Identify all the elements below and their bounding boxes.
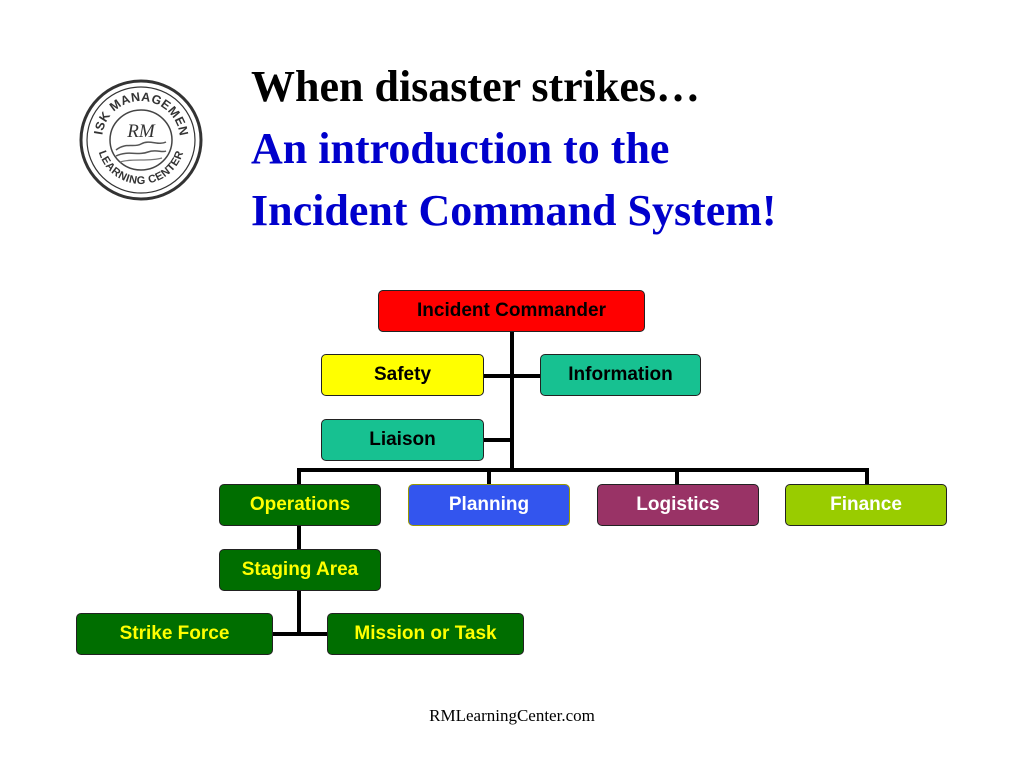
slide-title: When disaster strikes… An introduction t…	[251, 56, 777, 242]
node-liaison: Liaison	[321, 419, 484, 461]
node-label: Staging Area	[241, 559, 359, 580]
logo-monogram: RM	[126, 121, 156, 142]
node-label: Mission or Task	[354, 623, 497, 644]
node-label: Information	[568, 364, 673, 385]
node-label: Strike Force	[119, 623, 230, 644]
node-label: Planning	[448, 494, 530, 515]
node-label: Operations	[249, 494, 351, 515]
node-operations: Operations	[219, 484, 381, 526]
footer-website: RMLearningCenter.com	[429, 706, 595, 725]
node-label: Logistics	[636, 494, 720, 515]
node-label: Liaison	[369, 429, 436, 450]
title-line-3: Incident Command System!	[251, 186, 777, 235]
node-mission-or-task: Mission or Task	[327, 613, 524, 655]
node-safety: Safety	[321, 354, 484, 396]
node-logistics: Logistics	[597, 484, 759, 526]
risk-management-logo: RISK MANAGEMENT LEARNING CENTER RM	[78, 78, 203, 201]
node-strike-force: Strike Force	[76, 613, 273, 655]
node-finance: Finance	[785, 484, 947, 526]
node-label: Safety	[373, 364, 432, 385]
node-label: Finance	[830, 494, 902, 515]
title-line-1: When disaster strikes…	[251, 62, 700, 111]
title-line-2: An introduction to the	[251, 124, 670, 173]
node-label: Incident Commander	[417, 300, 606, 321]
node-incident-commander: Incident Commander	[378, 290, 645, 332]
node-staging-area: Staging Area	[219, 549, 381, 591]
node-planning: Planning	[408, 484, 570, 526]
node-information: Information	[540, 354, 701, 396]
